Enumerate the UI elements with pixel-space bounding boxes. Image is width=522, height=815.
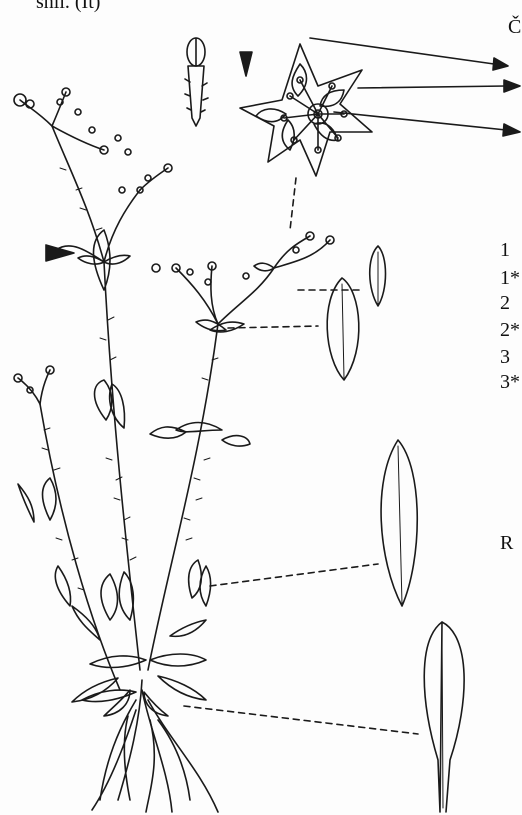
plant-leaves — [18, 230, 274, 716]
leaf-vein — [442, 628, 443, 808]
pointer-line — [358, 86, 506, 88]
marker-triangle-icon — [240, 52, 252, 76]
pointer-line — [310, 38, 494, 64]
sepal-detail — [185, 38, 208, 126]
stem-hairs — [42, 168, 218, 590]
flower-buds — [14, 88, 334, 393]
leaf-detail — [381, 440, 417, 606]
leaf-vein — [398, 446, 402, 604]
arrowhead-icon — [504, 80, 520, 92]
leader-line — [184, 706, 418, 734]
leaf-detail — [424, 622, 464, 812]
leader-line — [290, 178, 296, 230]
flower-detail — [240, 44, 372, 176]
leaf-vein — [342, 284, 344, 378]
arrowhead-icon — [493, 58, 508, 70]
leader-line — [210, 564, 378, 586]
arrowhead-icon — [503, 124, 520, 136]
